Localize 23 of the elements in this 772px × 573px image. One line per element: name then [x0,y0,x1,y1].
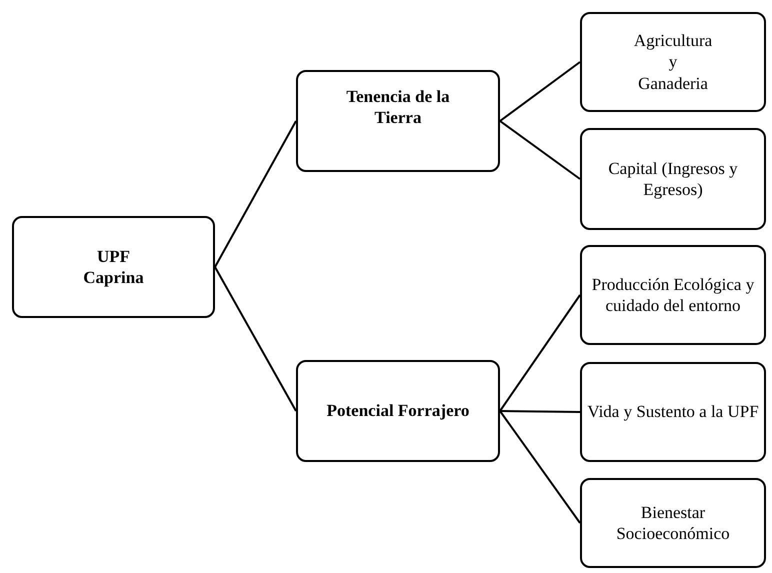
process-box [580,245,766,345]
connector-line [499,294,581,412]
node-label: Agricultura y Ganaderia [633,30,713,94]
process-box [296,360,500,462]
node-label: Potencial Forrajero [326,400,470,422]
process-box [580,128,766,230]
node-label: Producción Ecológica y cuidado del entorno [590,274,756,316]
process-box [296,70,500,172]
connector-line [499,410,581,524]
process-box [12,216,215,318]
process-box [580,362,766,462]
process-box [580,12,766,112]
node-label: Vida y Sustento a la UPF [586,401,760,423]
node-label: Tenencia de la Tierra [345,86,451,128]
process-box [580,478,766,568]
connector-line [214,266,297,412]
connector-line [500,410,580,413]
node-label: Capital (Ingresos y Egresos) [607,158,739,200]
connector-line [499,120,581,180]
node-label: Bienestar Socioeconómico [615,502,731,544]
connector-line [499,61,581,122]
node-label: UPF Caprina [82,246,145,288]
connector-line [214,120,297,268]
